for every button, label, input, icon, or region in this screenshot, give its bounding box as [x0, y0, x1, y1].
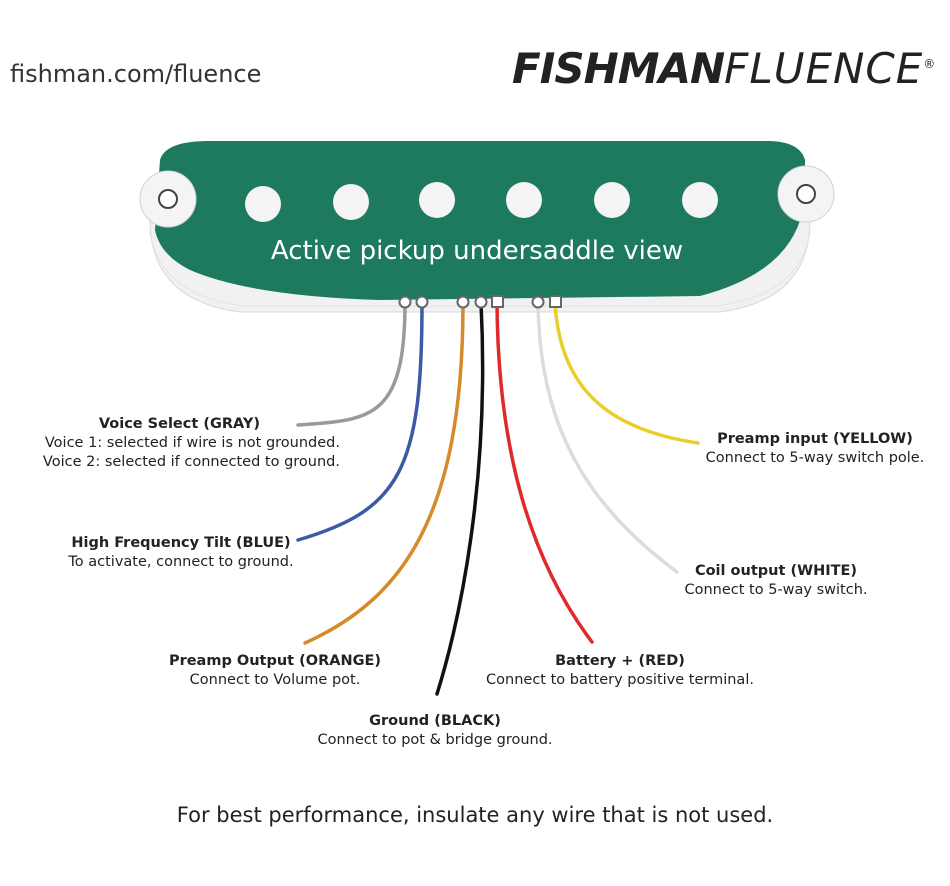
- label-orange-line-1: Connect to Volume pot.: [189, 672, 361, 688]
- wire-red: [495, 301, 594, 644]
- pole-pieces: [245, 182, 718, 222]
- label-yellow-line-1: Connect to 5-way switch pole.: [705, 450, 925, 466]
- terminal-blue: [415, 295, 429, 309]
- pole-piece: [245, 186, 281, 222]
- pickup-title: Active pickup undersaddle view: [271, 236, 683, 266]
- wire-black: [435, 301, 485, 696]
- terminal-yellow: [549, 295, 562, 308]
- mounting-ear-left: [139, 170, 197, 228]
- label-yellow: Preamp input (YELLOW) Connect to 5-way s…: [700, 430, 930, 468]
- pole-piece: [682, 182, 718, 218]
- terminal-red: [491, 295, 504, 308]
- fishman-url[interactable]: fishman.com/fluence: [10, 60, 262, 88]
- label-gray-title: Voice Select (GRAY): [98, 416, 260, 432]
- label-red-title: Battery + (RED): [555, 653, 685, 669]
- label-gray-line-2: Voice 2: selected if connected to ground…: [42, 454, 340, 470]
- fishman-fluence-logo: FISHMANFLUENCE®: [512, 44, 935, 93]
- label-orange-title: Preamp Output (ORANGE): [168, 653, 382, 669]
- logo-brand-bold: FISHMAN: [512, 44, 725, 93]
- wire-gray: [296, 301, 407, 427]
- label-red-line-1: Connect to battery positive terminal.: [486, 672, 754, 688]
- label-white: Coil output (WHITE) Connect to 5-way swi…: [676, 562, 876, 600]
- label-red: Battery + (RED) Connect to battery posit…: [480, 652, 760, 690]
- wire-blue: [296, 301, 424, 542]
- pole-piece: [594, 182, 630, 218]
- label-blue: High Frequency Tilt (BLUE) To activate, …: [66, 534, 296, 572]
- label-gray: Voice Select (GRAY) Voice 1: selected if…: [43, 415, 340, 472]
- footer-note: For best performance, insulate any wire …: [176, 803, 774, 827]
- pole-piece: [506, 182, 542, 218]
- label-yellow-title: Preamp input (YELLOW): [717, 431, 913, 447]
- logo-trademark: ®: [923, 57, 936, 71]
- wire-yellow: [553, 301, 700, 445]
- terminals: [398, 295, 562, 309]
- label-white-title: Coil output (WHITE): [694, 563, 858, 579]
- pole-piece: [419, 182, 455, 218]
- wire-white: [536, 301, 679, 574]
- label-blue-line-1: To activate, connect to ground.: [68, 554, 294, 570]
- label-blue-title: High Frequency Tilt (BLUE): [71, 535, 291, 551]
- label-orange: Preamp Output (ORANGE) Connect to Volume…: [165, 652, 385, 690]
- label-white-line-1: Connect to 5-way switch.: [684, 582, 868, 598]
- label-gray-line-1: Voice 1: selected if wire is not grounde…: [44, 435, 340, 451]
- terminal-orange: [456, 295, 470, 309]
- pickup-body: [155, 141, 805, 300]
- pole-piece: [333, 184, 369, 220]
- logo-brand-light: FLUENCE: [724, 44, 924, 93]
- terminal-black: [474, 295, 488, 309]
- wire-orange: [303, 301, 465, 645]
- label-black: Ground (BLACK) Connect to pot & bridge g…: [300, 712, 570, 750]
- terminal-white: [531, 295, 545, 309]
- terminal-gray: [398, 295, 412, 309]
- mounting-ear-right: [777, 165, 835, 223]
- label-black-title: Ground (BLACK): [369, 713, 501, 729]
- label-black-line-1: Connect to pot & bridge ground.: [317, 732, 553, 748]
- wires: [296, 301, 700, 696]
